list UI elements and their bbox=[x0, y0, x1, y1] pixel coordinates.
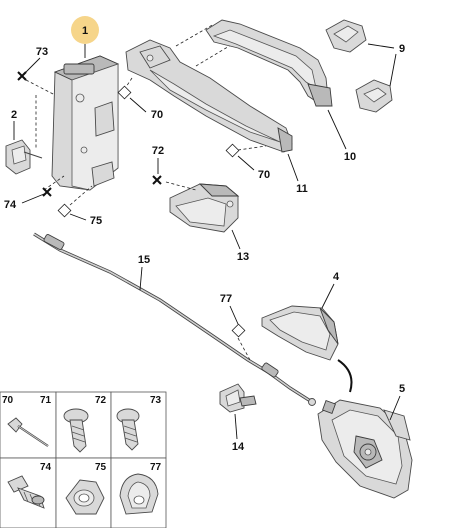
callout-13: 13 bbox=[237, 251, 249, 263]
leader-73 bbox=[23, 57, 41, 75]
outer-handle-frame bbox=[125, 39, 293, 153]
leader-9a bbox=[367, 43, 395, 49]
cable-clip-bracket bbox=[219, 383, 257, 413]
callout-77: 77 bbox=[220, 293, 232, 305]
guide-line bbox=[69, 185, 93, 206]
leader-70b bbox=[237, 155, 255, 171]
callout-70b: 70 bbox=[258, 169, 270, 181]
bolt-74 bbox=[7, 475, 45, 509]
callout-75: 75 bbox=[90, 215, 102, 227]
tag-77 bbox=[231, 323, 246, 338]
callout-73: 73 bbox=[36, 46, 48, 58]
callout-5: 5 bbox=[399, 383, 405, 395]
handle-end-cap-upper bbox=[325, 19, 367, 53]
callout-70a: 70 bbox=[151, 109, 163, 121]
strap-clip-77 bbox=[119, 473, 159, 515]
handle-end-cap-lower bbox=[355, 79, 393, 113]
fastener-cell-73 bbox=[110, 391, 167, 459]
callout-14: 14 bbox=[232, 441, 245, 453]
leader-13 bbox=[231, 229, 241, 250]
fastener-label-73: 73 bbox=[150, 395, 162, 406]
door-lock-mechanism bbox=[317, 399, 413, 499]
lock-protective-cover bbox=[261, 305, 339, 361]
leader-70a bbox=[129, 97, 147, 113]
leader-14 bbox=[234, 413, 238, 440]
rod-clip bbox=[5, 139, 43, 175]
lock-cylinder-housing bbox=[169, 183, 240, 233]
callout-11: 11 bbox=[296, 183, 308, 195]
callout-4: 4 bbox=[333, 271, 340, 283]
exterior-door-handle bbox=[205, 19, 333, 107]
guide-line bbox=[43, 175, 65, 191]
leader-77 bbox=[229, 305, 239, 325]
callout-9: 9 bbox=[399, 43, 405, 55]
leader-74 bbox=[21, 193, 45, 204]
fastener-label-75: 75 bbox=[95, 462, 107, 473]
leader-4 bbox=[321, 283, 335, 309]
pin-rivet-fastener bbox=[7, 417, 49, 447]
fastener-label-71: 71 bbox=[40, 395, 52, 406]
callout-1: 1 bbox=[82, 25, 88, 37]
screw-marker-72 bbox=[152, 175, 162, 185]
highlight-circle bbox=[71, 16, 99, 44]
tag-70b bbox=[225, 143, 240, 158]
callout-10: 10 bbox=[344, 151, 356, 163]
torx-screw-72 bbox=[63, 408, 89, 453]
leader-10 bbox=[327, 109, 347, 150]
callout-15: 15 bbox=[138, 254, 150, 266]
leader-5 bbox=[389, 395, 401, 421]
cover-arrow bbox=[337, 359, 353, 393]
lock-actuator bbox=[51, 55, 120, 191]
fastener-label-74: 74 bbox=[40, 462, 52, 473]
fastener-table: 70 71 72 73 74 75 77 bbox=[0, 391, 167, 528]
callout-2: 2 bbox=[11, 109, 17, 121]
leader-75 bbox=[69, 213, 87, 221]
callout-74: 74 bbox=[4, 199, 17, 211]
control-cable bbox=[33, 232, 316, 406]
callout-72: 72 bbox=[152, 145, 164, 157]
guide-line bbox=[175, 23, 215, 47]
torx-screw-73 bbox=[116, 408, 140, 451]
cable-clip-75 bbox=[65, 479, 105, 515]
screw-marker-74 bbox=[42, 187, 52, 197]
fastener-label-70: 70 bbox=[2, 395, 14, 406]
tag-70a bbox=[117, 85, 132, 100]
fastener-label-77: 77 bbox=[150, 462, 162, 473]
fastener-label-72: 72 bbox=[95, 395, 107, 406]
guide-line bbox=[237, 145, 267, 151]
guide-line bbox=[237, 337, 251, 361]
leader-11 bbox=[287, 153, 299, 182]
guide-line bbox=[25, 79, 56, 96]
leader-15 bbox=[139, 266, 143, 291]
leader-9b bbox=[389, 53, 397, 87]
tag-75 bbox=[57, 203, 72, 218]
